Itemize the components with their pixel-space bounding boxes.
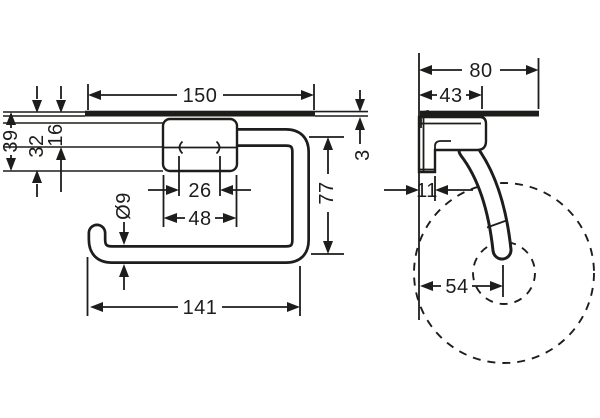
front-left-reference-lines (3, 122, 163, 172)
dim-bar-length-lines (86, 257, 301, 316)
side-wall-bracket (417, 115, 488, 174)
front-shelf-extension-lines (3, 110, 368, 117)
side-shelf (420, 110, 539, 128)
dim-shelf-depth-lines (432, 58, 540, 109)
dim-arm-height: 77 (309, 136, 344, 255)
dim-label-bar-diameter: Ø9 (113, 192, 135, 220)
dim-label-wall-plate-depth: 11 (416, 180, 438, 202)
dim-arm-height-arrows (323, 137, 333, 254)
dim-shelf-thickness: 3 (352, 90, 374, 161)
dim-slot-spacing: 26 (148, 156, 251, 202)
dim-bar-length: 141 (86, 257, 301, 319)
front-shelf-plate (85, 110, 315, 117)
side-bracket-body (417, 115, 488, 174)
dim-roll-center-distance-lines (433, 265, 504, 297)
dim-label-roll-center-distance: 54 (445, 276, 468, 298)
dim-bar-diameter-arrows (119, 232, 129, 277)
dim-label-plate-width: 48 (188, 208, 211, 230)
dim-top-offset: 16 (45, 86, 67, 192)
side-view: 80 43 11 54 (384, 53, 595, 364)
dim-roll-center-distance: 54 (420, 265, 504, 298)
dim-top-offset-arrows (56, 100, 66, 160)
dim-overall-height-arrows (6, 112, 16, 171)
dim-bracket-depth: 43 (419, 85, 483, 109)
dim-shelf-width-lines (87, 84, 315, 110)
dim-label-bar-length: 141 (183, 297, 218, 319)
dim-label-plate-height: 32 (26, 134, 48, 157)
dim-wall-plate-depth-arrows (406, 185, 448, 195)
dim-shelf-depth: 80 (419, 58, 540, 109)
front-bar-inner (90, 130, 308, 262)
dim-label-top-offset: 16 (45, 123, 67, 146)
dim-overall-height: 39 (0, 112, 22, 171)
dim-shelf-depth-arrows (419, 65, 539, 75)
side-bracket-details (419, 117, 481, 172)
side-holder-arm (457, 139, 513, 261)
dim-label-shelf-thickness: 3 (352, 149, 374, 161)
roll-core-circle (472, 241, 536, 305)
dim-label-bracket-depth: 43 (439, 85, 462, 107)
front-plate-slot-marks (178, 140, 221, 155)
front-view: 150 39 32 16 26 48 (0, 84, 374, 319)
dim-slot-spacing-lines (148, 156, 251, 196)
dim-label-arm-height: 77 (316, 181, 338, 204)
side-arm-inner (460, 142, 510, 258)
front-mounting-plate (161, 117, 239, 173)
dim-plate-width: 48 (162, 175, 238, 230)
dim-bracket-depth-lines (432, 86, 483, 109)
dim-label-shelf-width: 150 (183, 85, 218, 107)
dim-wall-plate-depth-lines (384, 176, 473, 201)
dim-label-overall-height: 39 (0, 129, 22, 152)
dim-bracket-depth-arrows (419, 90, 482, 100)
dim-shelf-thickness-arrows (355, 99, 365, 130)
front-shelf (3, 110, 368, 117)
side-shelf-corner (420, 110, 430, 128)
dim-shelf-width: 150 (87, 84, 315, 110)
roll-outline (413, 182, 595, 364)
roll-outer-circle (413, 182, 595, 364)
side-shelf-plate (420, 110, 539, 117)
dim-bar-diameter: Ø9 (113, 192, 135, 290)
dim-label-slot-spacing: 26 (188, 180, 211, 202)
dim-wall-plate-depth: 11 (384, 176, 473, 202)
front-plate-body (161, 117, 239, 173)
dim-label-shelf-depth: 80 (469, 60, 492, 82)
side-arm-joint-mark (486, 219, 507, 229)
dim-arm-height-lines (309, 136, 344, 255)
dim-plate-height: 32 (26, 86, 48, 197)
front-holder-bar (87, 128, 310, 264)
dim-plate-width-lines (162, 175, 238, 227)
